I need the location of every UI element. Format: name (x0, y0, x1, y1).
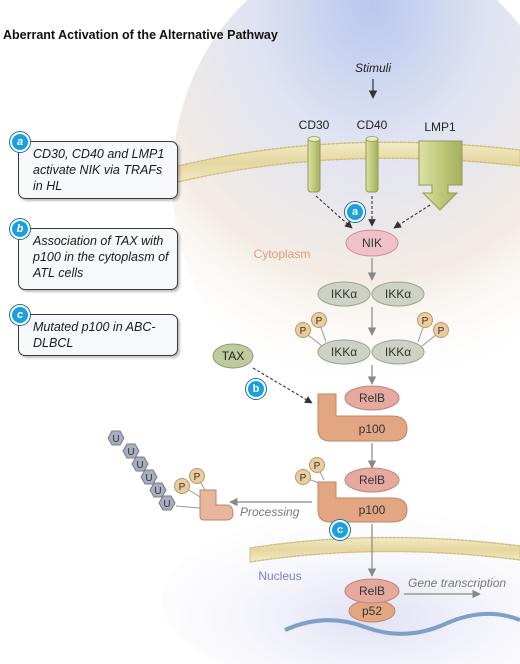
tax-p100-arrow (252, 367, 313, 404)
phospho-label: P (314, 461, 321, 472)
phospho-label: P (422, 316, 429, 327)
ubiquitin-label: U (154, 486, 161, 497)
badge-c: c (330, 520, 350, 540)
ikk-complex: IKKα IKKα (317, 281, 425, 307)
diagram-title: Aberrant Activation of the Alternative P… (3, 28, 278, 42)
relb-p52-complex: p52 RelB (344, 578, 400, 623)
nik-node: NIK (345, 229, 399, 257)
gene-transcription-label: Gene transcription (408, 576, 506, 590)
ikka-label: IKKα (385, 287, 411, 301)
relb-label: RelB (359, 584, 385, 598)
stimuli-label: Stimuli (355, 61, 391, 75)
ubiquitin-chain: U U U U U U (107, 430, 176, 511)
processing-label: Processing (240, 505, 300, 519)
ubiquitinated-fragment: P P U U U U U U (107, 430, 234, 521)
badge-a: a (345, 202, 365, 222)
cd30-label: CD30 (299, 118, 330, 132)
ubiquitin-label: U (112, 434, 119, 445)
phospho-label: P (300, 326, 307, 337)
note-b-badge: b (10, 219, 30, 239)
lmp1-label: LMP1 (424, 120, 456, 134)
note-a: a CD30, CD40 and LMP1 activate NIK via T… (10, 132, 178, 199)
ubiquitin-label: U (145, 473, 152, 484)
cd40-label: CD40 (357, 118, 388, 132)
badge-b: b (246, 379, 266, 399)
note-c: c Mutated p100 in ABC-DLBCL (10, 305, 178, 356)
note-c-text: Mutated p100 in ABC-DLBCL (33, 320, 156, 350)
phospho-label: P (300, 473, 307, 484)
ikka-label: IKKα (331, 345, 357, 359)
note-a-text: CD30, CD40 and LMP1 activate NIK via TRA… (33, 147, 165, 193)
lmp1-receptor (418, 140, 463, 211)
phospho-label: P (316, 316, 323, 327)
phospho-label: P (194, 472, 201, 483)
cd40-receptor (365, 136, 379, 193)
cytoplasm-label: Cytoplasm (254, 247, 311, 261)
cell-background (172, 0, 520, 410)
relb-label: RelB (359, 391, 385, 405)
phospho-relb-p100-complex: P P RelB p100 (295, 457, 408, 523)
relb-label: RelB (359, 473, 385, 487)
ubiquitin-label: U (127, 447, 134, 458)
relb-p100-complex: RelB p100 (317, 385, 408, 442)
tax-node: TAX (212, 343, 254, 369)
ubiquitin-label: U (136, 460, 143, 471)
tax-label: TAX (222, 349, 244, 363)
phospho-label: P (179, 482, 186, 493)
note-a-badge: a (10, 132, 30, 152)
phospho-label: P (438, 326, 445, 337)
p100-label: p100 (359, 422, 386, 436)
ikka-label: IKKα (331, 287, 357, 301)
ubiquitin-label: U (163, 499, 170, 510)
cd30-nik-arrow (315, 195, 353, 229)
ikka-label: IKKα (385, 345, 411, 359)
dna-strand (284, 611, 520, 636)
nik-label: NIK (362, 236, 382, 250)
cd30-receptor (307, 136, 321, 193)
note-b-text: Association of TAX with p100 in the cyto… (33, 234, 169, 280)
note-b: b Association of TAX with p100 in the cy… (10, 219, 178, 290)
note-c-badge: c (10, 305, 30, 325)
nucleus-label: Nucleus (258, 569, 301, 583)
p100-label: p100 (359, 503, 386, 517)
p52-label: p52 (362, 604, 382, 618)
phospho-ikk-complex: P P P P IKKα IKKα (295, 312, 449, 365)
lmp1-nik-arrow (393, 204, 431, 229)
